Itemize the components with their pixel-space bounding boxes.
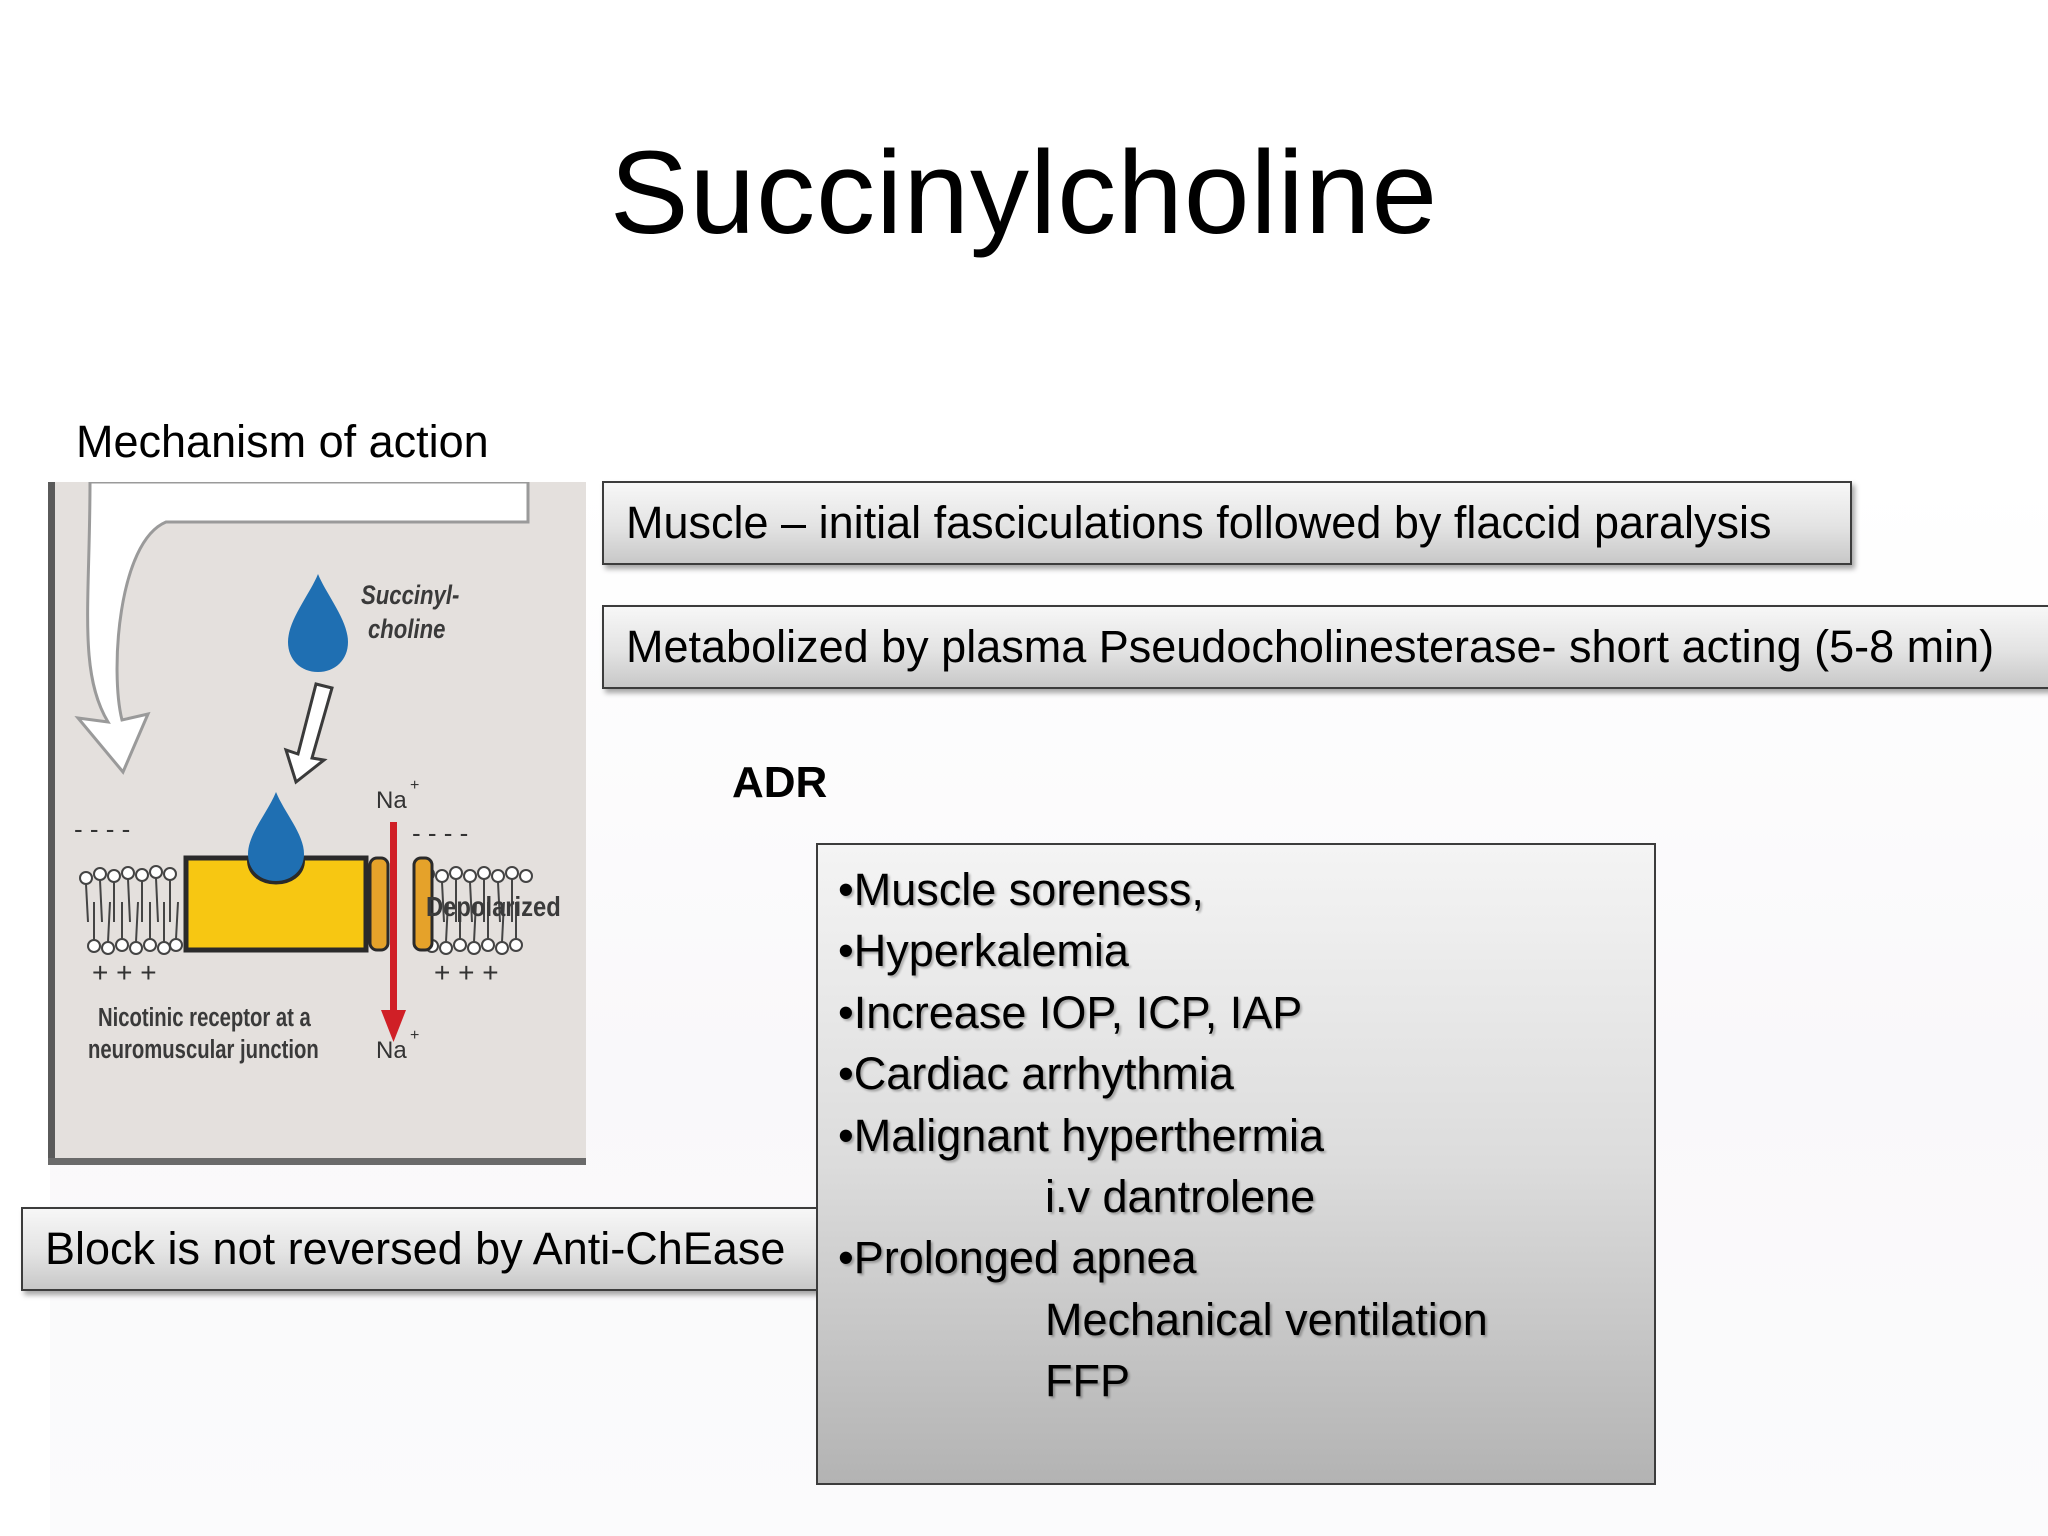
down-arrow-icon (283, 682, 334, 785)
sodium-top-label: Na (376, 787, 407, 814)
sodium-arrow-icon (381, 822, 406, 1042)
diagram-bottom-edge (48, 1158, 586, 1165)
charges-minus-right: - - - - (412, 818, 468, 848)
adr-item: •Prolonged apnea (838, 1232, 1197, 1284)
block-reversal-box: Block is not reversed by Anti-ChEase (21, 1207, 821, 1291)
adr-list-box: •Muscle soreness, •Hyperkalemia •Increas… (816, 843, 1656, 1485)
curved-arrow-icon (74, 482, 530, 775)
drug-drop-icon (288, 574, 348, 672)
muscle-effect-box: Muscle – initial fasciculations followed… (602, 481, 1852, 565)
drug-label-2: choline (368, 615, 446, 645)
bound-drug-drop-icon (248, 792, 304, 881)
receptor-label-1: Nicotinic receptor at a (98, 1003, 312, 1032)
adr-heading: ADR (732, 758, 828, 807)
sodium-bottom-label: Na (376, 1037, 407, 1064)
adr-item: •Hyperkalemia (838, 925, 1129, 977)
ion-channel (368, 856, 434, 952)
diagram-left-edge (48, 482, 55, 1165)
adr-item: •Malignant hyperthermia (838, 1109, 1324, 1161)
charges-minus-left: - - - - (74, 814, 130, 844)
membrane-left (79, 865, 183, 955)
slide-title: Succinylcholine (609, 127, 1439, 259)
mechanism-diagram: Succinyl- choline - - - - - - - - + + + … (48, 482, 586, 1165)
drug-label-1: Succinyl- (361, 581, 459, 611)
mechanism-label: Mechanism of action (76, 416, 489, 467)
depolarized-label: Depolarized (426, 890, 561, 922)
adr-subitem: Mechanical ventilation (1045, 1293, 1488, 1345)
adr-subitem: i.v dantrolene (1045, 1170, 1316, 1222)
sodium-bottom-charge: + (410, 1027, 419, 1044)
receptor-label-2: neuromuscular junction (88, 1035, 319, 1064)
adr-item: •Increase IOP, ICP, IAP (838, 986, 1303, 1038)
charges-plus-right: + + + (434, 957, 499, 988)
metabolism-box: Metabolized by plasma Pseudocholinestera… (602, 605, 2048, 689)
sodium-top-charge: + (410, 777, 419, 794)
charges-plus-left: + + + (92, 957, 157, 988)
adr-item: •Muscle soreness, (838, 864, 1204, 915)
adr-subitem: FFP (1045, 1355, 1130, 1407)
adr-item: •Cardiac arrhythmia (838, 1048, 1234, 1100)
